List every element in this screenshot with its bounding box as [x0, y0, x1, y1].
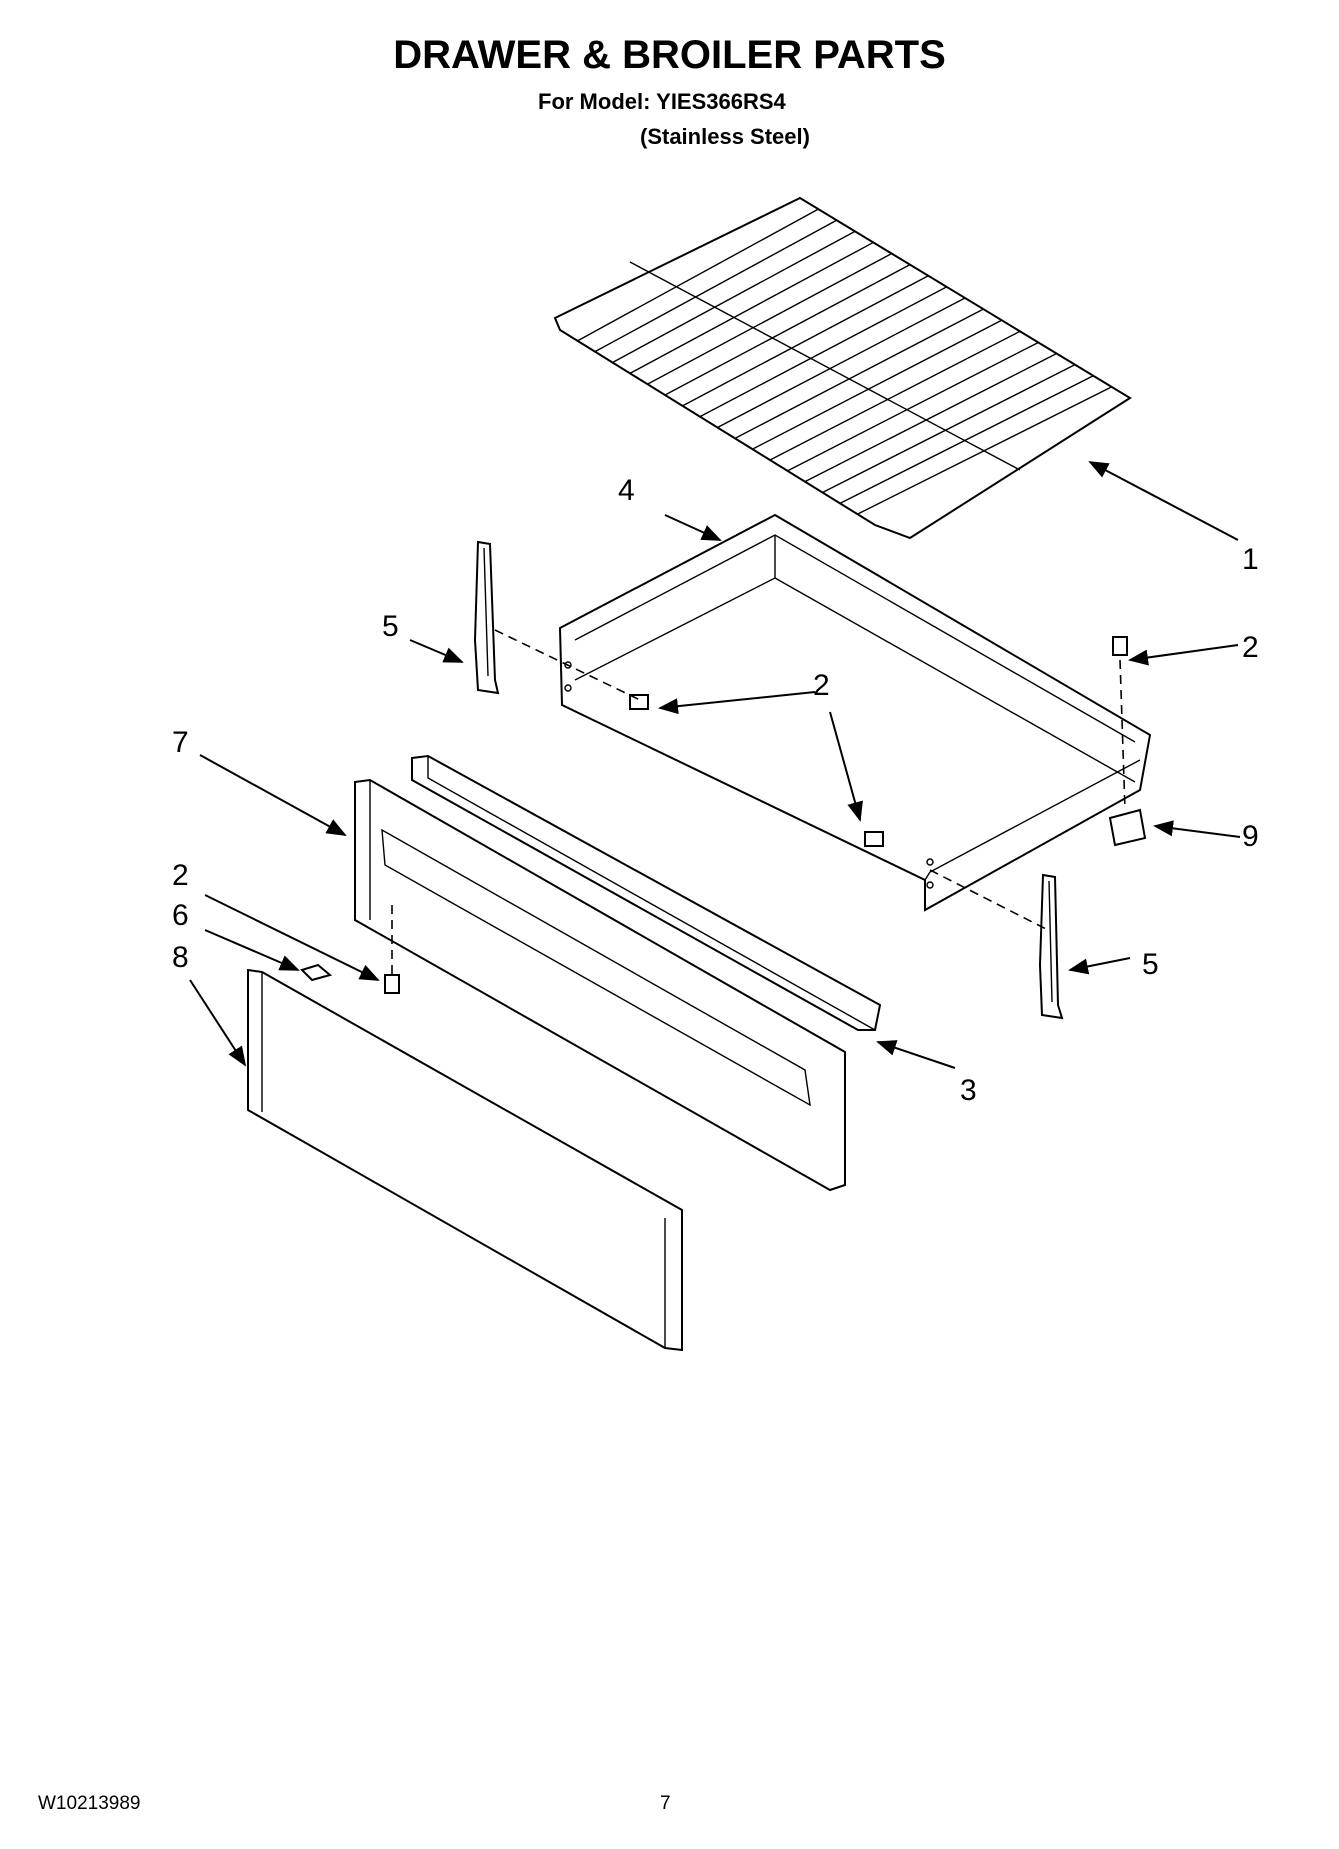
rack-bar [804, 352, 1057, 483]
callout-2-center: 2 [813, 669, 830, 702]
rack-bar [577, 208, 819, 342]
rack-bar [822, 364, 1076, 494]
document-number: W10213989 [38, 1793, 141, 1814]
drawer-trim-strip [411, 754, 882, 1031]
callout-5-right: 5 [1142, 948, 1159, 981]
drawer-slide-right [1038, 873, 1064, 1020]
model-line: For Model: YIES366RS4 [538, 89, 786, 114]
page-number: 7 [660, 1793, 671, 1814]
rack-grid-bars [577, 208, 1112, 515]
bracket-part [1108, 808, 1147, 847]
screw-fasteners [384, 636, 1128, 994]
callout-7: 7 [172, 726, 189, 759]
rack-bar [612, 230, 856, 364]
callout-6: 6 [172, 899, 189, 932]
rack-bar [769, 330, 1021, 461]
drawer-front-frame [354, 778, 846, 1192]
callout-5-left: 5 [382, 610, 399, 643]
rack-bar [629, 241, 874, 374]
drawer-slide-left [473, 540, 500, 695]
rack-bar [594, 219, 838, 353]
rack-bar [752, 319, 1002, 450]
page-title: DRAWER & BROILER PARTS [393, 33, 946, 77]
rack-bar [839, 375, 1094, 504]
callout-4: 4 [618, 474, 635, 507]
callout-2-left: 2 [172, 859, 189, 892]
variant-line: (Stainless Steel) [640, 124, 810, 149]
callout-1: 1 [1242, 543, 1259, 576]
rack-bar [734, 308, 984, 439]
clip-part [300, 963, 333, 982]
rack-bar [664, 264, 911, 396]
callout-2-right: 2 [1242, 631, 1259, 664]
callout-8: 8 [172, 941, 189, 974]
drawer-pan [558, 513, 1152, 912]
rack-bar [682, 275, 929, 407]
rack-bar [699, 286, 947, 418]
rack-bar [647, 252, 892, 385]
rack-bar [787, 341, 1039, 472]
callout-3: 3 [960, 1074, 977, 1107]
rack-bar [717, 297, 966, 429]
broiler-rack [553, 196, 1132, 540]
drawer-panel [247, 968, 683, 1352]
callout-9: 9 [1242, 820, 1259, 853]
